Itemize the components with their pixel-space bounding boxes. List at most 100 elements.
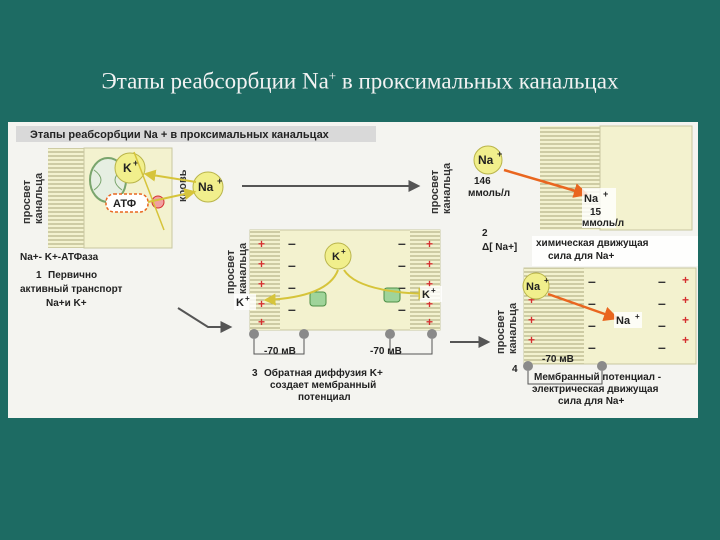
panel-3-labels: 3 Обратная диффузия K+ создает мембранны… [252, 367, 383, 403]
chem-force-line-1: химическая движущая [536, 238, 649, 249]
lumen-label-1a: просвет [21, 179, 33, 224]
minus-charges-3: –––– –––– [288, 235, 406, 317]
svg-text:+: + [258, 277, 265, 291]
arrow-to-step-3 [177, 307, 233, 333]
lumen-label-2b: канальца [441, 162, 453, 214]
k-channel-left [309, 291, 327, 307]
svg-text:–: – [588, 317, 596, 333]
svg-text:+: + [341, 247, 346, 256]
panel-4-labels: 4 Мембранный потенциал - электрическая д… [512, 364, 661, 407]
lumen-label-4a: просвет [495, 309, 507, 354]
svg-text:Na: Na [526, 281, 541, 293]
svg-text:K: K [422, 289, 430, 301]
k-ion-3-center: K + [324, 242, 352, 270]
na-gradient-arrow [503, 168, 589, 198]
step-4-line-3: сила для Na+ [558, 396, 624, 407]
svg-text:Na: Na [616, 315, 631, 327]
svg-text:–: – [288, 279, 296, 295]
slide-title: Этапы реабсорбции Na+ в проксимальных ка… [101, 68, 619, 94]
k-ion-3-left: K + [234, 294, 256, 310]
svg-text:K: K [123, 161, 132, 175]
panel-1-labels: Na+- K+-АТФаза 1 Первично активный транс… [20, 252, 123, 309]
conc-unit-high: ммоль/л [468, 188, 510, 199]
svg-text:+: + [431, 286, 436, 295]
na-conc-high: 146 [474, 176, 491, 187]
step-1-line-3: Na+и K+ [46, 298, 87, 309]
lumen-label-3b: канальца [237, 242, 249, 294]
na-electric-arrow [547, 292, 619, 322]
svg-text:–: – [588, 339, 596, 355]
blood-label-1: кровь [177, 169, 189, 202]
svg-text:+: + [603, 189, 608, 199]
svg-text:–: – [398, 279, 406, 295]
svg-text:K: K [332, 251, 340, 263]
panel-2-cell: просвет канальца Na + 146 ммоль/л Na + 1… [429, 125, 698, 266]
electrodes-3 [249, 329, 437, 355]
svg-text:+: + [426, 277, 433, 291]
svg-text:–: – [658, 273, 666, 289]
figure-header: Этапы реабсорбции Na + в проксимальных к… [30, 129, 330, 141]
svg-text:+: + [258, 237, 265, 251]
svg-text:–: – [288, 235, 296, 251]
conc-unit-low: ммоль/л [582, 218, 624, 229]
step-4-number: 4 [512, 364, 518, 375]
svg-text:–: – [288, 257, 296, 273]
svg-text:+: + [258, 297, 265, 311]
na-ion-2b: Na + 15 ммоль/л [582, 188, 624, 229]
k-ion-3-right: K + [420, 286, 442, 302]
lumen-label-1b: канальца [33, 172, 45, 224]
lumen-label-2a: просвет [429, 169, 441, 214]
svg-text:+: + [682, 273, 689, 287]
step-3-line-3: потенциал [298, 392, 351, 403]
svg-text:+: + [245, 294, 250, 303]
svg-text:+: + [528, 293, 535, 307]
step-1-line-1: Первично [48, 270, 97, 281]
svg-text:+: + [528, 313, 535, 327]
svg-text:–: – [398, 235, 406, 251]
svg-text:–: – [588, 273, 596, 289]
svg-text:+: + [682, 293, 689, 307]
step-2-number: 2 [482, 228, 488, 239]
membrane-potential-3-left: -70 мВ [264, 346, 296, 357]
svg-text:+: + [426, 297, 433, 311]
brush-border-1 [48, 148, 84, 248]
reabsorption-diagram: Этапы реабсорбции Na + в проксимальных к… [16, 125, 698, 407]
svg-text:+: + [258, 257, 265, 271]
svg-text:–: – [658, 317, 666, 333]
step-1-line-2: активный транспорт [20, 284, 123, 295]
na-conc-low: 15 [590, 207, 602, 218]
atpase-label: Na+- K+-АТФаза [20, 252, 99, 263]
na-ion-4b: Na + [614, 312, 642, 328]
panel-1-cell: просвет канальца кровь K + Na + АТФ [21, 147, 224, 249]
minus-charges-4: –––– –––– [588, 273, 666, 355]
svg-text:+: + [528, 333, 535, 347]
svg-text:+: + [133, 158, 138, 168]
panel-3-cell: просвет канальца +++++ +++++ –––– –––– K… [225, 229, 442, 357]
plus-charges-3: +++++ +++++ [258, 237, 433, 329]
step-4-line-2: электрическая движущая [532, 384, 659, 395]
svg-text:+: + [682, 313, 689, 327]
svg-text:+: + [497, 149, 502, 159]
na-ion-4a: Na + [522, 272, 550, 300]
svg-text:+: + [258, 315, 265, 329]
figure-header-bar [16, 126, 376, 142]
reabsorption-figure: Этапы реабсорбции Na + в проксимальных к… [8, 122, 698, 418]
electrodes-4 [523, 361, 607, 385]
lumen-label-4b: канальца [507, 302, 519, 354]
panel-4-cell: просвет канальца ++++ ++++ –––– –––– Na … [495, 267, 697, 385]
chem-force-line-2: сила для Na+ [548, 251, 614, 262]
svg-text:+: + [217, 176, 222, 186]
step-3-line-2: создает мембранный [270, 379, 376, 391]
svg-text:K: K [236, 297, 244, 309]
svg-text:Na: Na [198, 180, 214, 194]
na-ion-1: Na + [192, 171, 224, 203]
svg-text:–: – [588, 295, 596, 311]
svg-text:+: + [426, 257, 433, 271]
svg-text:Na: Na [478, 153, 494, 167]
svg-text:–: – [398, 301, 406, 317]
na-ion-2a: Na + [473, 145, 503, 175]
svg-text:–: – [288, 301, 296, 317]
membrane-potential-3-right: -70 мВ [370, 346, 402, 357]
svg-text:+: + [426, 237, 433, 251]
step-4-line-1: Мембранный потенциал - [534, 371, 661, 383]
